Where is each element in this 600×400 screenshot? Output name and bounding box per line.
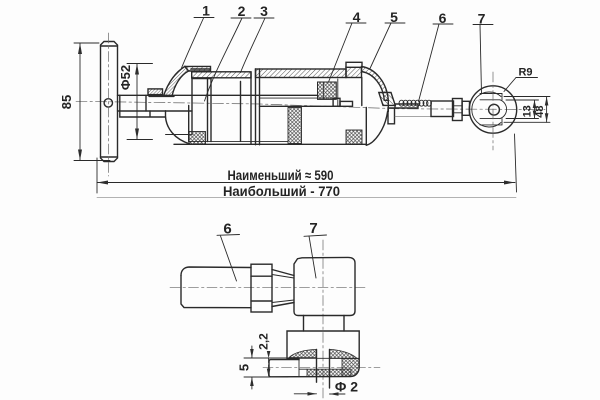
svg-text:4: 4 <box>353 9 361 25</box>
svg-text:Наименьший ≈ 590: Наименьший ≈ 590 <box>228 167 334 183</box>
svg-text:Φ52: Φ52 <box>118 65 133 90</box>
svg-text:2: 2 <box>238 3 246 19</box>
svg-text:R9: R9 <box>518 66 532 78</box>
svg-text:1: 1 <box>202 3 210 19</box>
svg-text:85: 85 <box>59 95 74 109</box>
svg-text:13: 13 <box>522 105 534 117</box>
svg-text:7: 7 <box>478 10 486 26</box>
svg-text:Φ 2: Φ 2 <box>335 379 358 395</box>
svg-text:48: 48 <box>534 105 546 117</box>
svg-text:2,2: 2,2 <box>257 333 271 350</box>
svg-text:7: 7 <box>309 220 317 237</box>
svg-text:5: 5 <box>390 9 398 25</box>
svg-text:6: 6 <box>223 221 231 238</box>
svg-text:3: 3 <box>260 3 268 19</box>
svg-text:5: 5 <box>236 364 251 371</box>
svg-text:6: 6 <box>439 10 447 26</box>
svg-text:Наибольший - 770: Наибольший - 770 <box>223 183 340 199</box>
